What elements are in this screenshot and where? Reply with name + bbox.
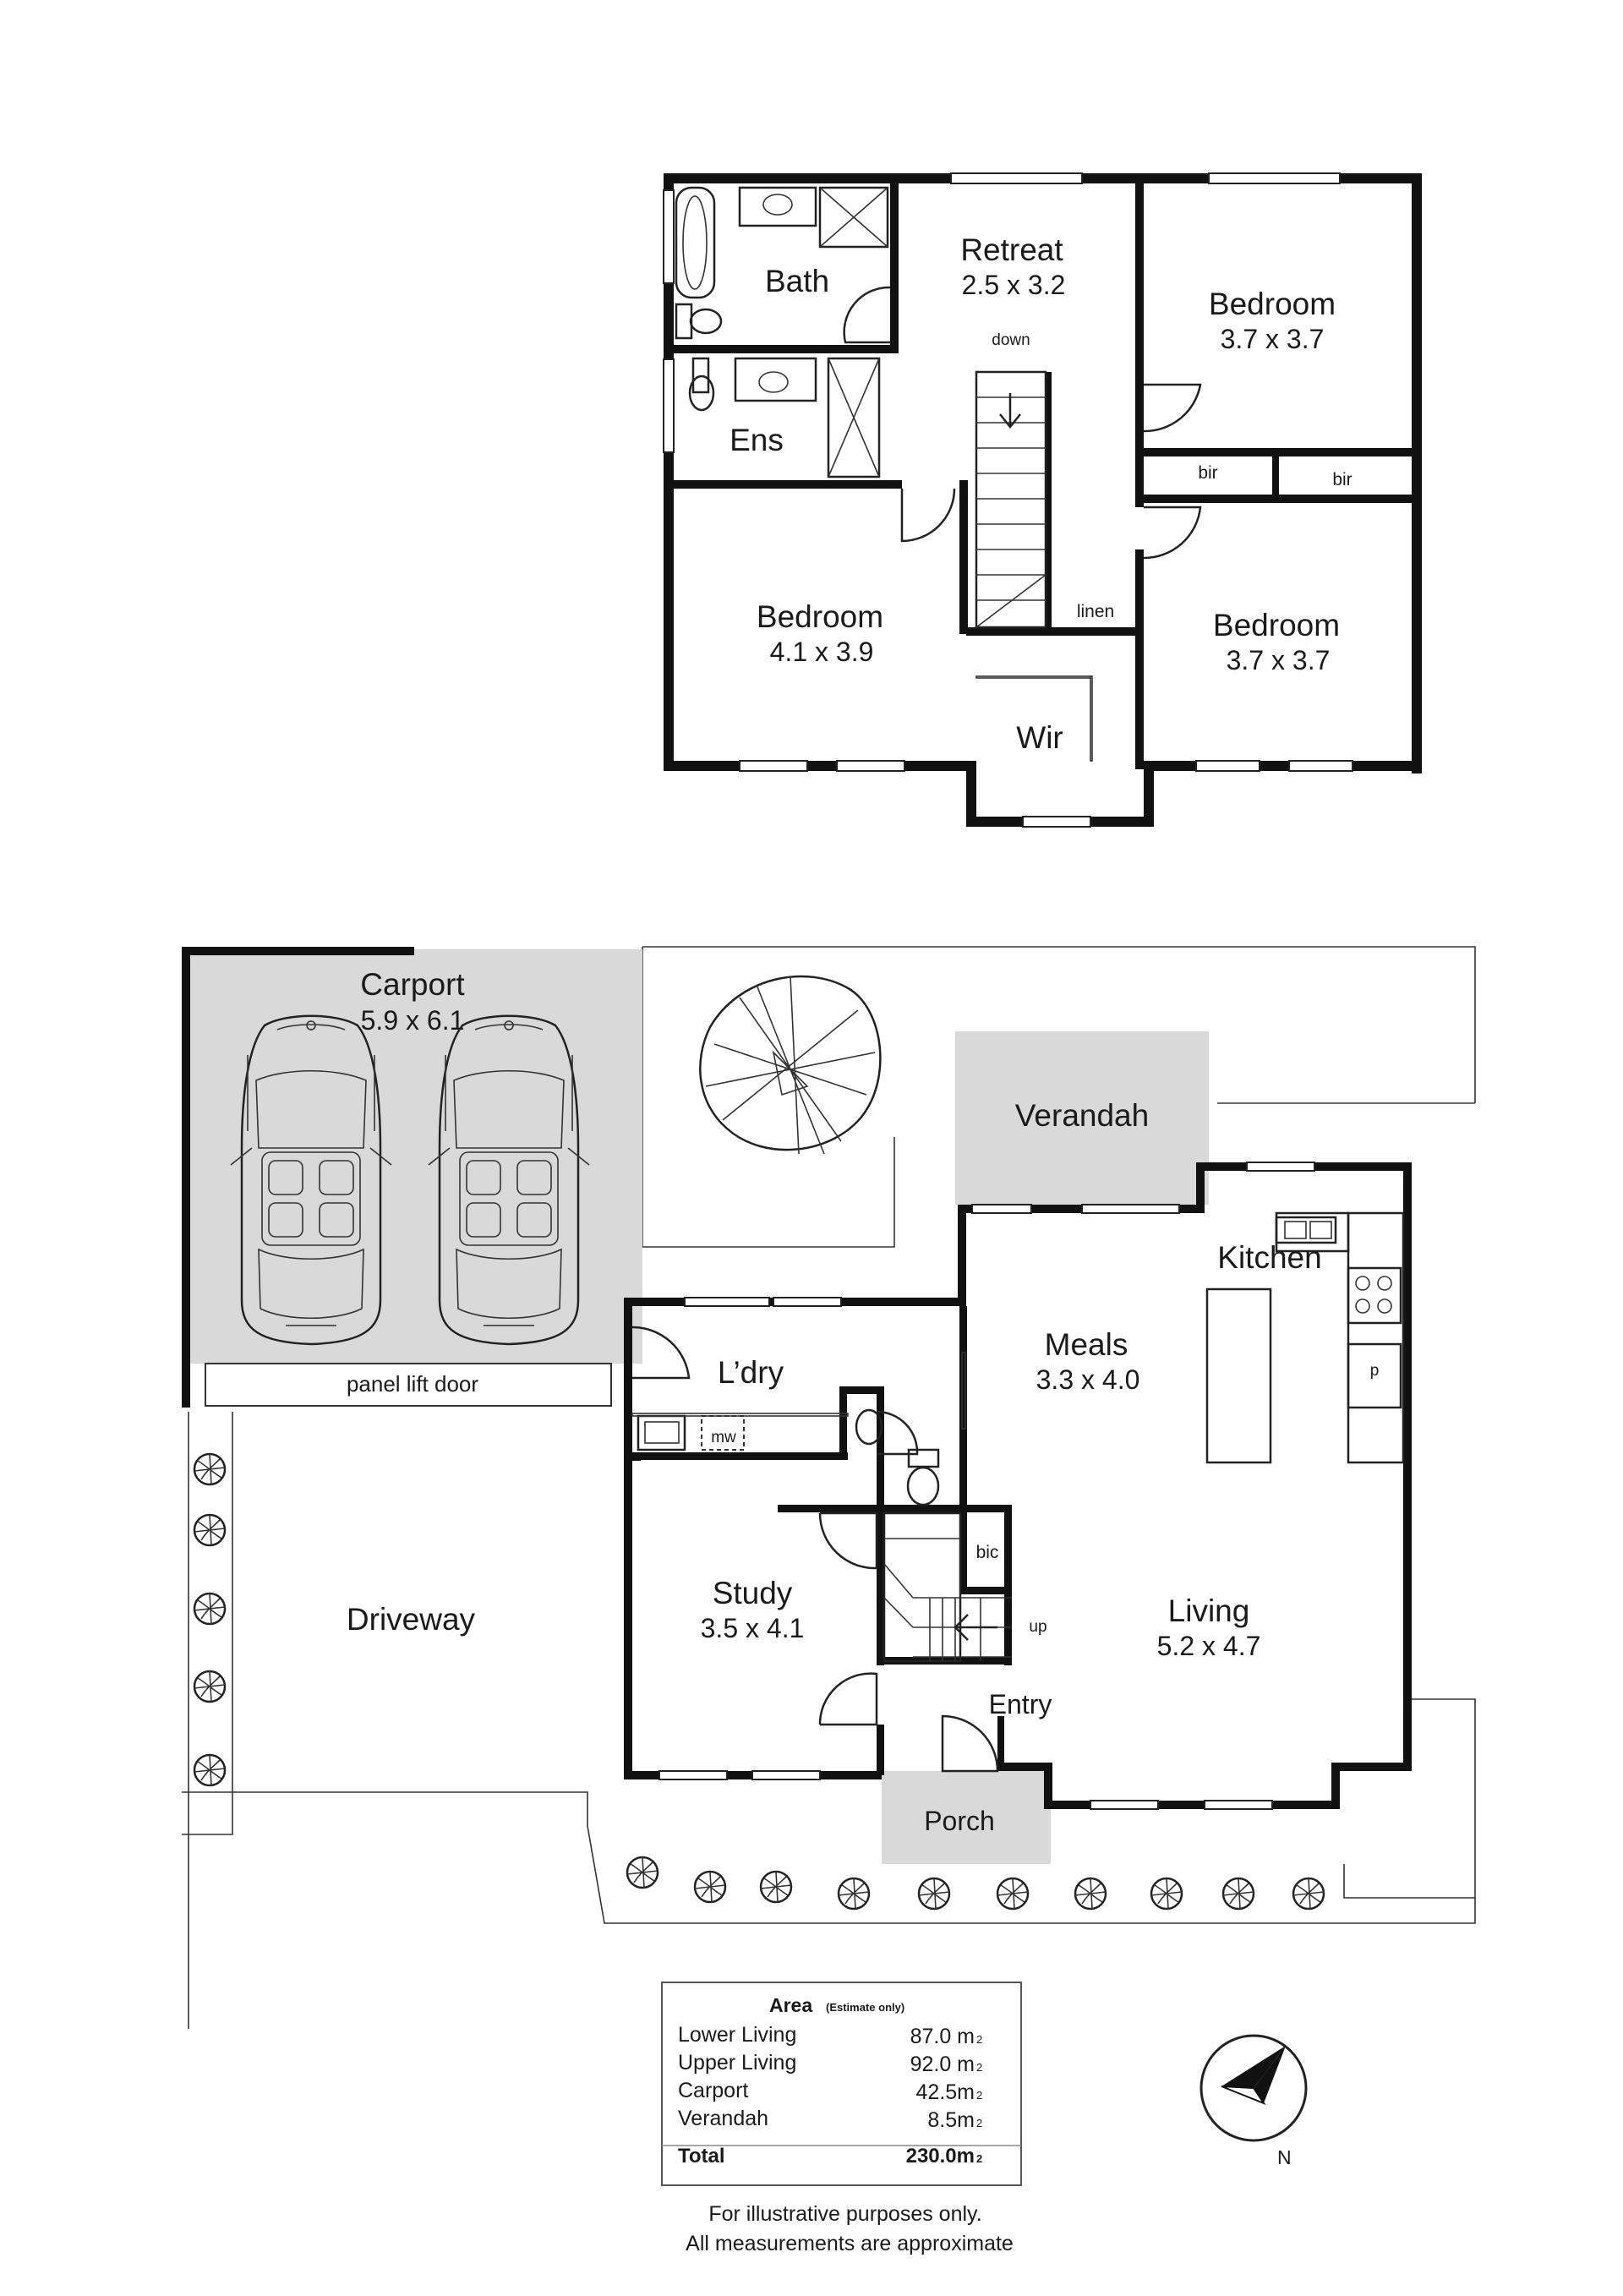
total-value: 230.0m [906, 2145, 975, 2168]
carport-dimensions: 5.9 x 6.1 [361, 1005, 465, 1036]
ens-label: Ens [730, 423, 784, 457]
meals-label: Meals [1045, 1327, 1128, 1362]
area-row-label: Verandah [678, 2107, 768, 2130]
bath-fixtures [675, 186, 889, 478]
stairs-upper [975, 370, 1047, 629]
carport-label: Carport [360, 967, 465, 1002]
tree-symbol [699, 975, 882, 1155]
upper-floor: Bath Retreat 2.5 x 3.2 Bedroom 3.7 x 3.7… [663, 172, 1422, 828]
area-row-unit-sup: 2 [976, 2089, 982, 2102]
area-row-label: Carport [678, 2079, 748, 2102]
disclaimer-line-1: For illustrative purposes only. [708, 2202, 981, 2226]
area-row-label: Upper Living [678, 2051, 796, 2075]
panel-lift-door-label: panel lift door [347, 1371, 478, 1397]
area-row-value: 8.5m [927, 2108, 975, 2132]
carport-area [184, 949, 642, 1364]
wir-label: Wir [1016, 720, 1063, 755]
total-label: Total [678, 2145, 725, 2168]
bedroom-main-dimensions: 4.1 x 3.9 [770, 637, 874, 667]
bedroom-main-label: Bedroom [757, 599, 883, 634]
living-dimensions: 5.2 x 4.7 [1157, 1631, 1261, 1661]
area-title: Area [769, 1994, 812, 2016]
stairs-up-label: up [1029, 1618, 1046, 1636]
linen-label: linen [1077, 602, 1114, 621]
verandah-area [955, 1031, 1209, 1205]
area-row-unit-sup: 2 [976, 2061, 982, 2074]
porch-area [882, 1771, 1051, 1864]
bic-label: bic [976, 1543, 999, 1562]
kitchen-label: Kitchen [1217, 1240, 1321, 1275]
area-row-unit-sup: 2 [976, 2117, 982, 2129]
porch-label: Porch [924, 1806, 995, 1836]
panel-lift-door [205, 1363, 612, 1407]
compass-label: N [1277, 2146, 1292, 2168]
lower-floor: Carport 5.9 x 6.1 panel lift door Verand… [182, 946, 1476, 2029]
bedroom-se-dimensions: 3.7 x 3.7 [1227, 645, 1331, 675]
verandah-label: Verandah [1015, 1098, 1149, 1133]
area-row-value: 42.5m [916, 2080, 975, 2104]
area-subtitle: (Estimate only) [826, 2001, 904, 2014]
stairs-down-label: down [992, 331, 1030, 349]
area-row-unit-sup: 2 [976, 2033, 982, 2046]
study-label: Study [713, 1576, 793, 1610]
bath-label: Bath [765, 264, 829, 298]
bir-left-label: bir [1198, 463, 1217, 483]
north-compass-icon: N [1199, 2034, 1308, 2168]
disclaimer-line-2: All measurements are approximate [686, 2232, 1014, 2255]
total-unit-sup: 2 [976, 2152, 982, 2165]
study-dimensions: 3.5 x 4.1 [701, 1613, 805, 1643]
area-row-value: 92.0 m [910, 2053, 975, 2076]
bedroom-se-label: Bedroom [1213, 608, 1340, 642]
laundry-label: L’dry [718, 1355, 784, 1390]
entry-label: Entry [989, 1689, 1052, 1719]
pantry-label: p [1370, 1362, 1380, 1380]
microwave-label: mw [711, 1429, 736, 1446]
bir-right-label: bir [1332, 470, 1352, 489]
driveway-label: Driveway [347, 1602, 476, 1637]
area-row-value: 87.0 m [910, 2025, 975, 2048]
area-row-label: Lower Living [678, 2023, 796, 2047]
stairs-lower [883, 1512, 1012, 1663]
meals-dimensions: 3.3 x 4.0 [1036, 1364, 1140, 1395]
bedroom-ne-dimensions: 3.7 x 3.7 [1221, 324, 1325, 354]
living-label: Living [1168, 1594, 1250, 1628]
retreat-dimensions: 2.5 x 3.2 [962, 270, 1066, 300]
retreat-label: Retreat [960, 232, 1063, 267]
bedroom-ne-label: Bedroom [1209, 287, 1336, 321]
